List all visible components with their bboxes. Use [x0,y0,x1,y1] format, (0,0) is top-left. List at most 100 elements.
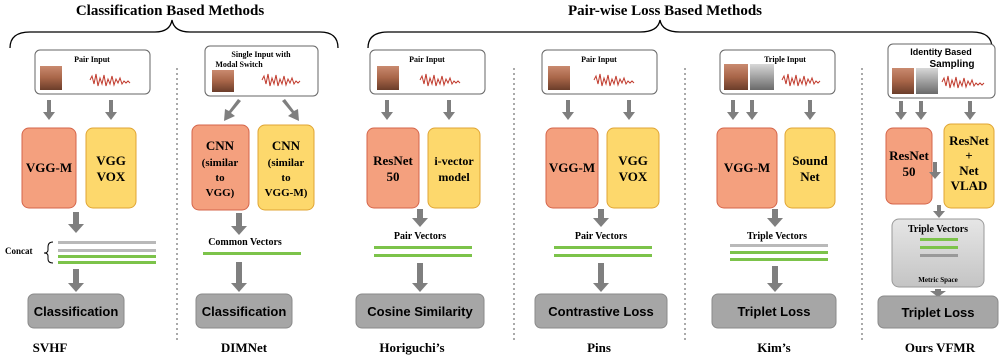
arrow [930,289,946,297]
arrow [964,101,976,120]
input-label-line2: Modal Switch [215,60,263,69]
column-svhf: Pair Input VGG-M VGG VOX Concat Classifi… [5,49,156,355]
arrow [767,266,783,292]
group-title-classification: Classification Based Methods [76,3,265,19]
vector-bar-gray [920,254,958,257]
brace-classification [9,19,339,49]
vector-bar-green [920,238,958,241]
column-vfmr: Identity Based Sampling ResNet 50 ResNet… [877,43,999,355]
pair-vectors-label: Pair Vectors [394,231,446,242]
face-image [916,68,938,94]
cnn-b-line4: VGG-M) [265,187,308,199]
input-label-line2: Sampling [929,59,974,70]
output-box [27,293,125,329]
output-box [711,293,837,329]
face-encoder-label: VGG-M [724,160,770,175]
face-encoder-label-line2: 50 [903,164,916,179]
arrow [746,100,758,120]
voice-encoder-label-line2: VOX [619,169,648,184]
voice-encoder-label-line1: VGG [618,153,648,168]
vector-bar-green [374,254,472,257]
arrow [593,263,609,292]
brace-pairwise [367,19,993,49]
input-label: Pair Input [581,55,617,64]
vector-bar-green [920,246,958,249]
vector-bar-green [58,255,156,258]
cnn-b-line1: CNN [272,138,301,153]
method-name: Ours VFMR [905,340,976,355]
input-label: Pair Input [74,55,110,64]
vector-bar-green [730,251,828,254]
arrow [804,100,816,120]
audio-waveform-icon [593,73,635,87]
voice-encoder-label-line1: Sound [792,153,828,168]
arrow [623,100,635,120]
common-vectors-label: Common Vectors [208,237,282,248]
voice-encoder-label-line2: Net [800,169,820,184]
arrow [915,101,927,120]
arrow [68,212,84,233]
voice-encoder-label-line1: VGG [96,153,126,168]
concat-brace [43,241,54,264]
arrow [933,205,945,218]
output-label: Cosine Similarity [367,304,473,319]
voice-encoder-box [943,123,995,209]
method-name: Horiguchi’s [379,340,444,355]
face-encoder-box [545,127,599,209]
column-dimnet: Single Input with Modal Switch CNN (simi… [191,45,319,355]
method-name: Kim’s [757,340,790,355]
audio-waveform-icon [89,73,131,87]
face-image [724,64,748,90]
arrow [282,99,299,121]
method-name: DIMNet [221,340,268,355]
voice-encoder-box [85,127,137,209]
arrow [105,100,117,120]
vector-bar-green [730,258,828,261]
arrow [224,99,241,121]
input-label-line1: Single Input with [231,50,291,59]
input-box [887,43,996,99]
group-title-pairwise: Pair-wise Loss Based Methods [568,3,762,19]
face-encoder-box [191,124,250,211]
output-label: Classification [202,304,287,319]
face-encoder-label-line1: ResNet [889,148,929,163]
voice-encoder-label-line2: VOX [97,169,126,184]
vector-bar-gray [58,249,156,252]
output-label: Triplet Loss [738,304,811,319]
arrow [767,209,783,227]
face-encoder-box [885,127,933,205]
arrow [43,100,55,120]
vector-bar-green [374,246,472,249]
output-box [534,293,668,329]
cnn-a-line3: to [215,172,225,184]
arrow [381,100,393,120]
netvlad-line3: Net [959,163,979,178]
netvlad-line1: ResNet [949,133,989,148]
arrow [443,100,455,120]
metric-space-box [891,218,985,288]
concat-label: Concat [5,246,33,256]
vector-bar-gray [730,244,828,247]
arrow [562,100,574,120]
face-encoder-box [716,127,778,209]
column-kim: Triple Input VGG-M Sound Net Triple Vect… [711,49,837,355]
pair-vectors-label: Pair Vectors [575,231,627,242]
face-image [40,66,62,90]
arrow [68,269,84,292]
arrow [727,100,739,120]
face-encoder-box [366,127,420,209]
output-box [877,295,999,329]
output-box [195,293,293,329]
face-encoder-label-line1: ResNet [373,153,413,168]
input-label: Triple Input [764,55,806,64]
arrow [231,262,247,292]
arrow [412,263,428,292]
arrow [895,101,907,120]
vector-bar-green [58,261,156,264]
face-encoder-box [21,127,77,209]
triple-vectors-label: Triple Vectors [747,231,807,242]
input-box [541,49,658,95]
output-label: Contrastive Loss [548,304,653,319]
